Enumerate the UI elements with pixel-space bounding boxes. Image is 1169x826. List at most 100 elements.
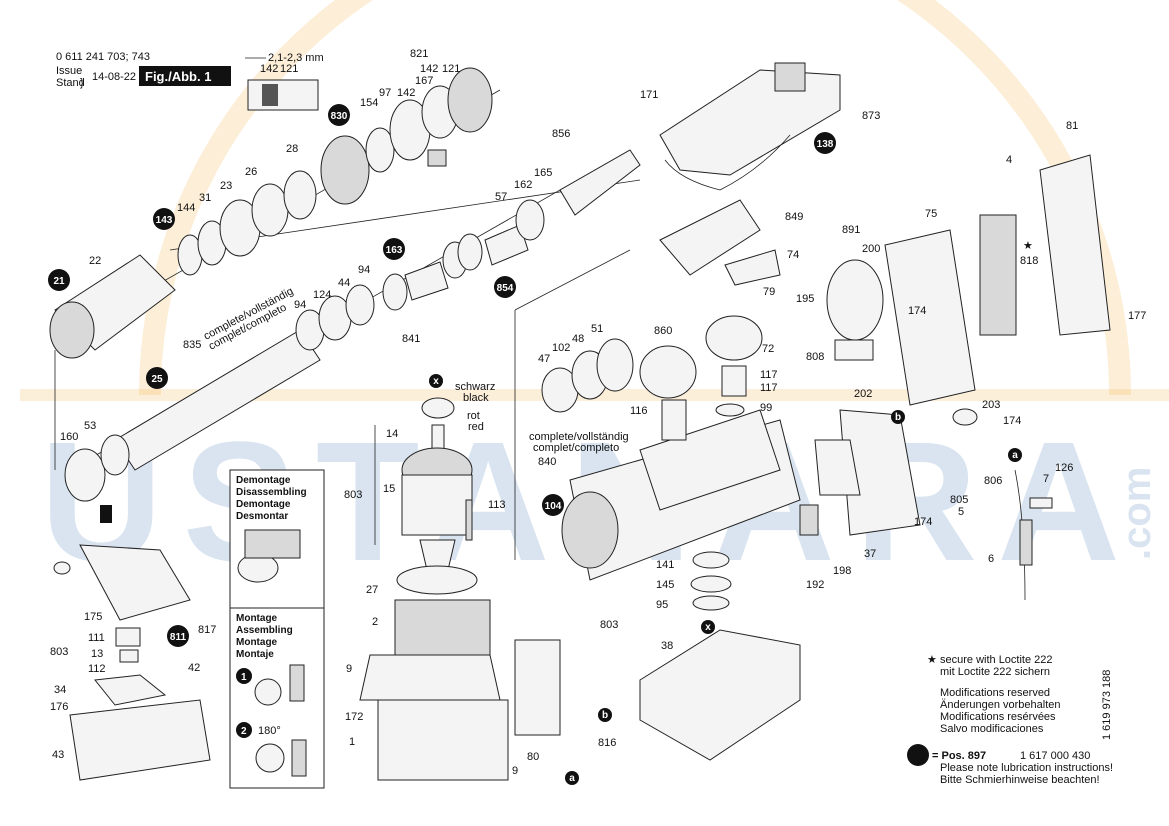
label-14: 14 — [386, 428, 398, 440]
label-198: 198 — [833, 565, 851, 577]
label-26: 26 — [245, 166, 257, 178]
label-816: 816 — [598, 737, 616, 749]
part-121-top: 121 — [280, 63, 298, 75]
label-1: 1 — [349, 736, 355, 748]
label-202: 202 — [854, 388, 872, 400]
label-57: 57 — [495, 191, 507, 203]
label-175: 175 — [84, 611, 102, 623]
label-34: 34 — [54, 684, 66, 696]
badge-21: 21 — [53, 276, 65, 287]
gear-51 — [596, 338, 634, 392]
cover-38 — [639, 629, 801, 761]
loctite-note-1: secure with Loctite 222 — [940, 654, 1053, 666]
label-102: 102 — [552, 342, 570, 354]
label-174-b: 174 — [1003, 415, 1021, 427]
label-840: 840 — [538, 456, 556, 468]
assembly-tool-1 — [289, 664, 305, 702]
label-112: 112 — [88, 663, 106, 675]
pos-number: 1 617 000 430 — [1020, 750, 1090, 762]
wire-red: red — [468, 421, 484, 433]
handle-housing-75 — [884, 229, 976, 406]
label-171: 171 — [640, 89, 658, 101]
assembly-line-3: Montage — [236, 637, 278, 648]
part-21-cap — [49, 301, 95, 359]
badge-143: 143 — [156, 215, 173, 226]
badge-830: 830 — [331, 111, 348, 122]
cylinder-840 — [561, 491, 619, 569]
piston-841 — [404, 261, 449, 301]
part-142-top: 142 — [260, 63, 278, 75]
conrod-856 — [559, 149, 641, 216]
header: 0 611 241 703; 743 Issue Stand } 14-08-2… — [56, 51, 324, 111]
badge-138: 138 — [817, 139, 834, 150]
label-13: 13 — [91, 648, 103, 660]
assembly-line-1: Montage — [236, 613, 278, 624]
selector-knob — [774, 62, 806, 92]
electronics-80 — [514, 639, 561, 736]
switch-4 — [979, 214, 1017, 336]
spring-192 — [799, 504, 819, 536]
label-72: 72 — [762, 343, 774, 355]
cover-873 — [659, 69, 841, 176]
label-818: 818 — [1020, 255, 1038, 267]
handle-assembly — [799, 154, 1111, 601]
complete-text-2: complete/vollständig — [529, 431, 629, 443]
screw-113 — [465, 499, 473, 541]
loctite-note-2: mit Loctite 222 sichern — [940, 666, 1050, 678]
label-841: 841 — [402, 333, 420, 345]
label-48: 48 — [572, 333, 584, 345]
marker-b-right: b — [895, 412, 901, 423]
wire-black: black — [463, 392, 489, 404]
label-79: 79 — [763, 286, 775, 298]
label-75: 75 — [925, 208, 937, 220]
wire-rot: rot — [467, 410, 480, 422]
label-141: 141 — [656, 559, 674, 571]
spring-28 — [283, 170, 317, 220]
badge-854: 854 — [497, 283, 514, 294]
label-94-lower: 94 — [294, 299, 306, 311]
label-142b: 142 — [397, 87, 415, 99]
label-821: 821 — [410, 48, 428, 60]
gear-housing-top — [639, 409, 781, 511]
part-112 — [119, 649, 139, 663]
label-23: 23 — [220, 180, 232, 192]
label-6: 6 — [988, 553, 994, 565]
label-97: 97 — [379, 87, 391, 99]
handle-81 — [1039, 154, 1111, 336]
ring-95 — [692, 595, 730, 611]
vertical-number: 1 619 973 188 — [1101, 670, 1113, 740]
modifications-3: Modifications resérvées — [940, 711, 1056, 723]
drawing-number: 0 611 241 703; 743 — [56, 51, 150, 63]
ring-154 — [365, 127, 395, 173]
baffle-27 — [396, 565, 478, 595]
label-9-b: 9 — [512, 765, 518, 777]
plate-74 — [724, 249, 781, 286]
disassembly-line-2: Disassembling — [236, 487, 307, 498]
plate-34 — [94, 674, 167, 706]
label-195: 195 — [796, 293, 814, 305]
motor-housing-1 — [377, 699, 509, 781]
label-9-a: 9 — [346, 663, 352, 675]
lubrication-note-1: Please note lubrication instructions! — [940, 762, 1113, 774]
label-51: 51 — [591, 323, 603, 335]
gear-assembly — [541, 315, 801, 611]
spindle-assembly — [64, 149, 641, 523]
label-37: 37 — [864, 548, 876, 560]
label-126: 126 — [1055, 462, 1073, 474]
step-1-text: 1 — [241, 672, 247, 683]
label-116: 116 — [630, 405, 648, 417]
label-873: 873 — [862, 110, 880, 122]
label-860: 860 — [654, 325, 672, 337]
angle-label: 180° — [258, 725, 281, 737]
label-7: 7 — [1043, 473, 1049, 485]
gear-860 — [639, 345, 697, 399]
pos-label: = Pos. 897 — [932, 750, 986, 762]
fig-label: Fig./Abb. 1 — [145, 69, 211, 84]
label-162: 162 — [514, 179, 532, 191]
label-172: 172 — [345, 711, 363, 723]
stand-label: Stand — [56, 77, 85, 89]
label-835: 835 — [183, 339, 201, 351]
label-43: 43 — [52, 749, 64, 761]
label-803-b: 803 — [600, 619, 618, 631]
label-160: 160 — [60, 431, 78, 443]
